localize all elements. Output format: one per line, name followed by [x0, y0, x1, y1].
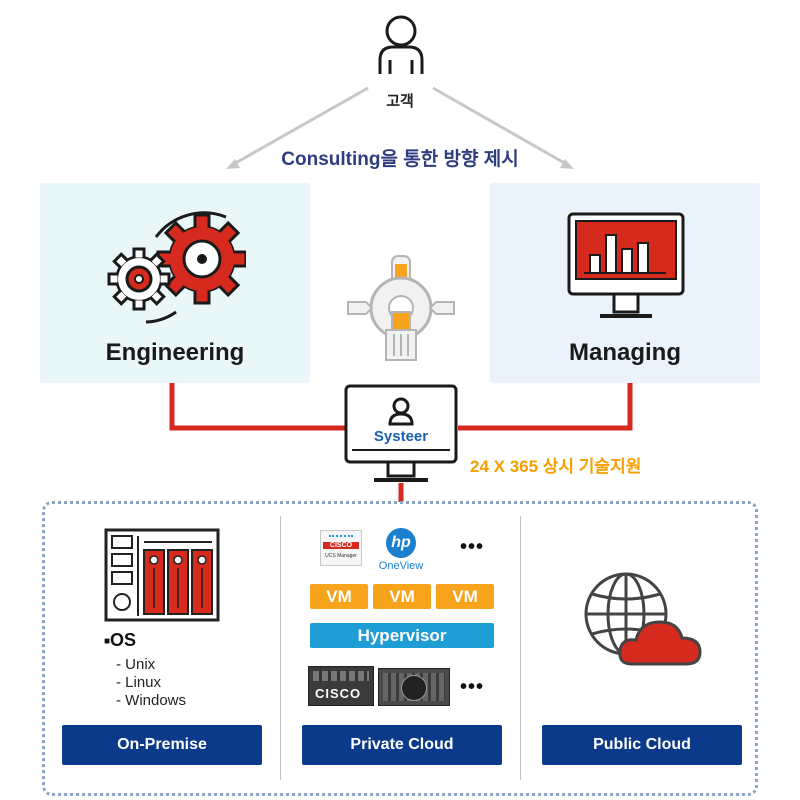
vm-badge: VM — [373, 584, 431, 609]
cisco-server-image: CISCO — [308, 666, 374, 706]
more-icon: ••• — [460, 536, 485, 558]
cisco-server-label: CISCO — [315, 686, 362, 701]
cisco-ucs-logo: CISCO UCS Manager — [320, 530, 362, 566]
bullet-icon: ■ — [104, 635, 111, 647]
systeer-logo: Systeer — [373, 428, 429, 445]
cisco-bars-icon — [329, 535, 353, 543]
column-divider — [520, 516, 521, 780]
cisco-logo-text: CISCO — [323, 542, 359, 549]
engineering-panel: Engineering — [40, 183, 310, 383]
os-item-windows: - Windows — [116, 692, 187, 709]
engineering-label: Engineering — [105, 339, 245, 366]
person-icon — [378, 15, 424, 74]
managing-label: Managing — [569, 339, 681, 366]
hp-logo-icon: hp — [386, 528, 416, 558]
hp-server-image — [378, 668, 450, 706]
os-item-unix: - Unix — [116, 656, 156, 673]
oneview-label: OneView — [378, 560, 424, 572]
hp-logo-text: hp — [391, 534, 411, 551]
consulting-caption: Consulting을 통한 방향 제시 — [281, 149, 519, 170]
vm-badge: VM — [310, 584, 368, 609]
os-item-linux: - Linux — [116, 674, 162, 691]
column-divider — [280, 516, 281, 780]
systeer-monitor: Systeer — [344, 384, 458, 484]
hypervisor-badge: Hypervisor — [310, 623, 494, 648]
server-slots — [313, 671, 369, 681]
infrastructure-frame — [42, 501, 758, 796]
wrench-gear-icon — [347, 255, 455, 361]
gears-icon — [107, 211, 246, 324]
vm-badge: VM — [436, 584, 494, 609]
globe-cloud-icon — [584, 572, 702, 666]
monitor-chart-icon — [567, 212, 685, 318]
cisco-logo-sub: UCS Manager — [325, 553, 357, 559]
monitor-icon — [344, 384, 458, 482]
customer-label: 고객 — [386, 93, 414, 110]
managing-panel: Managing — [490, 183, 760, 383]
public-cloud-button[interactable]: Public Cloud — [542, 725, 742, 765]
private-cloud-button[interactable]: Private Cloud — [302, 725, 502, 765]
support-caption: 24 X 365 상시 기술지원 — [470, 457, 642, 476]
on-premise-button[interactable]: On-Premise — [62, 725, 262, 765]
server-rack-icon — [104, 528, 220, 622]
more-icon: ••• — [460, 676, 485, 698]
os-title: ■OS — [104, 630, 136, 651]
hp-server-logo-icon — [401, 675, 427, 701]
os-title-text: OS — [110, 630, 137, 650]
